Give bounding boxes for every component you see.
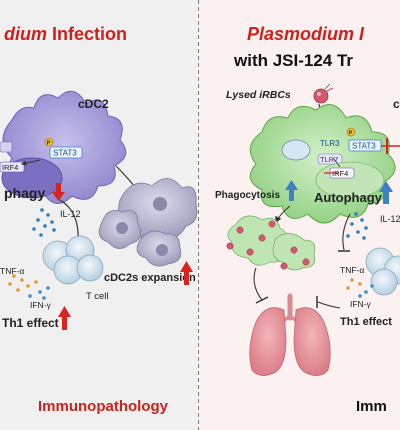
svg-text:P: P — [47, 141, 51, 147]
tlr3-label: TLR3 — [320, 139, 340, 148]
autophagy-up-arrow — [379, 181, 393, 204]
stat3-label: STAT3 — [53, 149, 77, 158]
left-footer: Immunopathology — [38, 398, 169, 415]
parasite-dots — [226, 220, 310, 270]
lysed-irbc-icon — [313, 83, 334, 104]
arrow-to-phagocytes — [275, 205, 291, 224]
right-title-line2: with JSI-124 Tr — [233, 51, 353, 70]
phospho-icon-right — [346, 127, 356, 137]
cdc2-label: cDC2 — [78, 97, 109, 111]
th1-up-arrow — [58, 306, 71, 330]
ifn-dots — [28, 286, 50, 300]
il12-label: IL-12 — [60, 209, 81, 219]
irf4-box — [0, 161, 25, 173]
phagocytosis-label: Phagocytosis — [215, 190, 280, 201]
il12-label-right: IL-12 — [380, 214, 400, 224]
receptor-box — [0, 141, 13, 153]
autophagy-down-arrow — [52, 183, 65, 201]
left-title: dium Infection — [4, 24, 127, 44]
phagocytosis-up-arrow — [285, 180, 298, 201]
th1-label-right: Th1 effect — [340, 316, 392, 328]
stat3-box — [49, 146, 83, 159]
tnf-dots-right — [346, 278, 362, 290]
tnf-label: TNF-α — [0, 266, 24, 276]
tlr7-label: TLR7 — [320, 155, 338, 164]
phospho-icon — [44, 137, 54, 147]
ifn-label: IFN-γ — [30, 300, 52, 310]
inhibition-to-lungs-left — [253, 267, 263, 301]
expansion-up-arrow — [180, 261, 193, 285]
right-cell-label-partial: c — [393, 97, 400, 111]
inhibition-to-lungs-right — [317, 301, 341, 309]
th1-label: Th1 effect — [2, 316, 59, 330]
tnf-label-right: TNF-α — [340, 265, 364, 275]
lungs-icon — [249, 293, 331, 376]
ifn-dots-right — [358, 284, 374, 298]
ifn-label-right: IFN-γ — [350, 299, 372, 309]
autophagy-label-right: Autophagy — [314, 190, 383, 205]
stat3-label-right: STAT3 — [352, 142, 376, 151]
tlr-receptor-icon — [281, 139, 311, 161]
lysed-irbcs-label: Lysed iRBCs — [226, 89, 291, 101]
irf4-label: IRF4 — [2, 163, 18, 172]
tnf-dots — [8, 274, 38, 292]
t-cell-cluster — [42, 235, 104, 285]
right-title-line1: Plasmodium I — [247, 24, 365, 44]
autophagy-label: phagy — [4, 185, 45, 201]
il12-dots-right — [346, 212, 368, 240]
t-cell-cluster-right — [365, 247, 400, 296]
tcell-label: T cell — [86, 291, 109, 302]
il12-cytokine-dots — [32, 208, 56, 237]
expansion-label: cDC2s expansion — [104, 272, 196, 284]
svg-text:P: P — [349, 131, 353, 137]
irf4-label-right: IRF4 — [332, 169, 348, 178]
right-footer: Imm — [356, 398, 387, 415]
cdc2-expansion-cluster — [98, 178, 198, 267]
